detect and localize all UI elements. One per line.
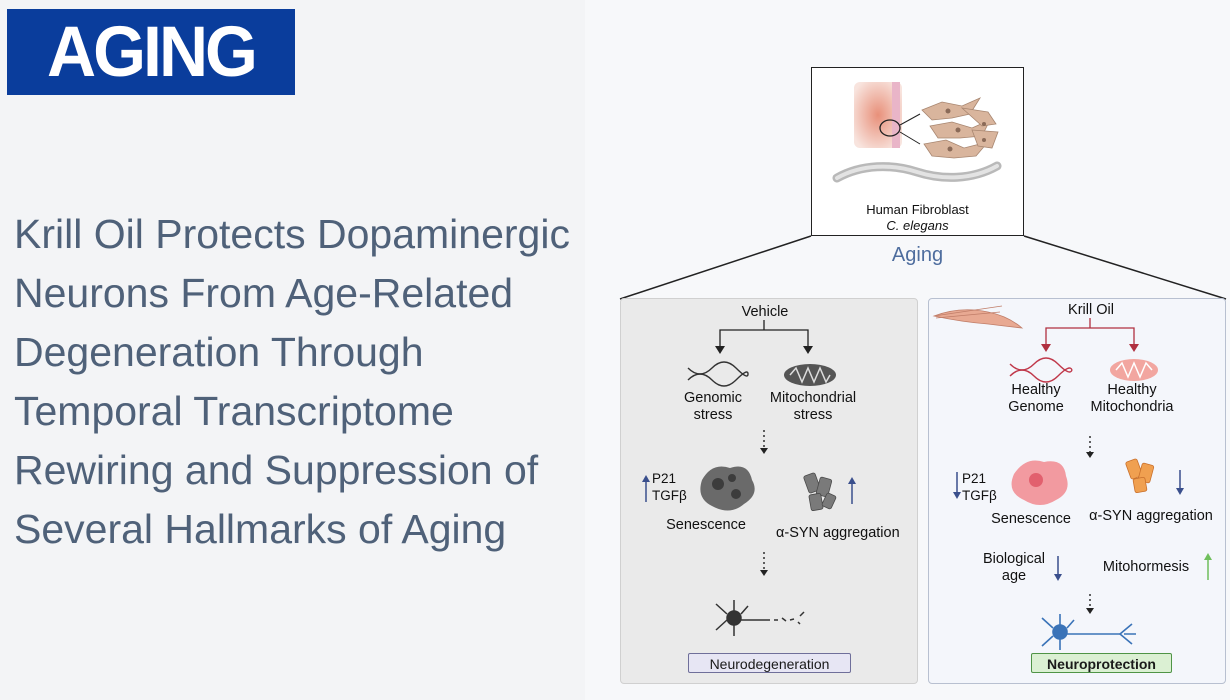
mitochondrion-icon — [784, 364, 836, 386]
up-arrow-p21 — [642, 475, 650, 502]
vehicle-senescence-label: Senescence — [666, 517, 746, 533]
down-arrow-bioage — [1054, 556, 1062, 581]
krill-senescence-label: Senescence — [991, 511, 1071, 527]
healthy-neuron-icon — [1041, 614, 1136, 650]
model-systems-box: Human Fibroblast C. elegans — [811, 67, 1024, 236]
healthy-mitochondrion-icon — [1110, 359, 1158, 381]
krill-oil-panel — [928, 298, 1226, 684]
title-line: Krill Oil Protects Dopaminergic — [14, 211, 570, 257]
fibroblast-worm-illustration — [832, 82, 1002, 183]
journal-logo[interactable]: AGING — [7, 9, 295, 95]
mitohormesis-label: Mitohormesis — [1102, 559, 1190, 575]
fibroblast-label: Human Fibroblast — [866, 202, 969, 217]
healthy-dna-icon — [1009, 357, 1073, 383]
senescent-cell-icon — [700, 466, 755, 511]
c-elegans-label: C. elegans — [886, 218, 949, 233]
krill-oil-title: Krill Oil — [1068, 302, 1114, 318]
up-arrow-asyn — [848, 477, 856, 504]
aging-caption: Aging — [891, 244, 944, 266]
title-line: Several Hallmarks of Aging — [14, 506, 507, 552]
vehicle-asyn-label: α-SYN aggregation — [776, 525, 900, 541]
up-arrow-mitohormesis — [1204, 553, 1212, 580]
protein-aggregate-icon — [803, 472, 837, 512]
title-line: Degeneration Through — [14, 329, 424, 375]
neuroprotection-badge: Neuroprotection — [1031, 653, 1172, 673]
protein-icon — [1125, 458, 1155, 494]
down-arrow-p21 — [953, 472, 961, 499]
vehicle-title: Vehicle — [741, 304, 789, 320]
down-arrow-asyn — [1176, 470, 1184, 495]
krill-icon — [932, 305, 1024, 329]
degenerating-neuron-icon — [715, 600, 805, 636]
logo-text: AGING — [47, 12, 258, 92]
dna-icon — [687, 361, 749, 387]
article-title: Krill Oil Protects Dopaminergic Neurons … — [14, 205, 654, 559]
title-line: Rewiring and Suppression of — [14, 447, 539, 493]
title-line: Temporal Transcriptome — [14, 388, 454, 434]
title-line: Neurons From Age-Related — [14, 270, 514, 316]
neurodegeneration-badge: Neurodegeneration — [688, 653, 851, 673]
krill-asyn-label: α-SYN aggregation — [1089, 508, 1213, 524]
healthy-cell-icon — [1011, 460, 1068, 505]
